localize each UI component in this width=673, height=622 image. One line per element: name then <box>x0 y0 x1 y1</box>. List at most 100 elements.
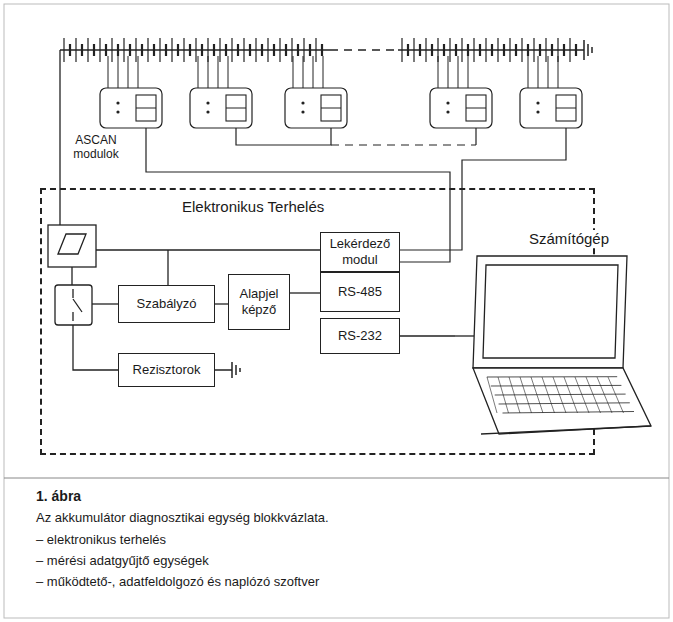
battery-cell <box>575 44 577 56</box>
box-label: Alapjel képző <box>233 286 285 317</box>
query-module-box: Lekérdező modul <box>320 232 400 272</box>
battery-cell <box>425 38 426 62</box>
battery-cell <box>321 44 323 56</box>
figure-frame <box>4 4 669 618</box>
ascan-module <box>466 95 486 121</box>
battery-cell <box>413 38 414 62</box>
ascan-module <box>536 110 539 113</box>
laptop-illustration <box>520 377 532 413</box>
battery-cell <box>261 44 263 56</box>
ascan-module <box>208 56 209 88</box>
laptop-illustration <box>481 426 651 434</box>
battery-cell <box>569 38 570 62</box>
box-label: RS-232 <box>338 328 382 344</box>
laptop-illustration <box>455 335 474 336</box>
ascan-module <box>558 56 559 88</box>
current-sensor <box>58 234 86 254</box>
ascan-module <box>313 56 314 88</box>
ascan-module <box>323 56 324 88</box>
battery-cell <box>455 44 457 56</box>
connector-line <box>290 292 320 293</box>
ascan-module <box>321 95 341 121</box>
ascan-module <box>228 56 229 88</box>
ascan-module <box>448 56 449 88</box>
battery-cell <box>515 44 517 56</box>
laptop-illustration <box>495 394 626 396</box>
laptop-illustration <box>487 377 497 413</box>
battery-cell <box>243 38 244 62</box>
battery-cell <box>563 44 565 56</box>
battery-cell <box>401 38 402 62</box>
laptop-illustration <box>531 377 543 413</box>
battery-cell <box>291 38 292 62</box>
connector-layer <box>215 293 455 336</box>
laptop-illustration <box>455 226 655 442</box>
figure-frame <box>4 478 669 479</box>
rs485-box: RS-485 <box>320 272 400 312</box>
battery-cell <box>533 38 534 62</box>
ascan-module <box>190 56 252 128</box>
laptop-illustration <box>586 377 601 413</box>
battery-cell <box>87 38 88 62</box>
battery-cell <box>81 44 83 56</box>
ascan-label: ASCAN modulok <box>68 133 124 162</box>
battery-cell <box>153 44 155 56</box>
battery-cell <box>545 38 546 62</box>
ascan-module <box>190 88 252 128</box>
battery-cell <box>135 38 136 62</box>
block-title: Elektronikus Terhelés <box>182 198 324 215</box>
ascan-module <box>430 88 492 128</box>
ascan-module <box>301 101 304 104</box>
battery-cell <box>159 38 160 62</box>
ascan-module <box>128 56 129 88</box>
laptop-illustration <box>483 265 618 358</box>
battery-cell <box>63 38 64 62</box>
laptop-illustration <box>499 403 630 404</box>
battery-cell <box>64 38 576 62</box>
bus-wire <box>146 128 566 262</box>
laptop-illustration <box>473 368 651 434</box>
ascan-module <box>520 88 582 128</box>
battery-cell <box>431 44 433 56</box>
battery-cell <box>201 44 203 56</box>
ascan-module <box>226 108 246 109</box>
battery-cell <box>297 44 299 56</box>
battery-cell <box>267 38 268 62</box>
battery-cell <box>407 44 409 56</box>
switch-symbol <box>55 285 92 325</box>
power-wire <box>96 249 320 250</box>
laptop-illustration <box>553 377 566 413</box>
ascan-module <box>100 56 162 128</box>
box-label: RS-485 <box>338 284 382 300</box>
battery-cell <box>461 38 462 62</box>
ascan-module <box>108 56 109 88</box>
laptop-illustration <box>597 377 612 413</box>
bus-wire <box>400 128 566 250</box>
power-wire <box>73 325 118 370</box>
load-frame: Elektronikus TerhelésLekérdező modulSzab… <box>40 188 595 455</box>
battery-string <box>330 49 398 50</box>
ascan-module <box>218 56 219 88</box>
laptop-illustration <box>542 377 555 413</box>
laptop-illustration <box>608 377 624 413</box>
ascan-module <box>285 56 347 128</box>
battery-cell <box>177 44 179 56</box>
block-title: Számítógép <box>527 230 611 247</box>
ground-symbol <box>235 365 237 375</box>
resistor-box: Rezisztorok <box>118 353 215 387</box>
ascan-module <box>136 108 156 109</box>
battery-cell <box>195 38 196 62</box>
battery-cell <box>527 44 529 56</box>
battery-cell <box>249 44 251 56</box>
ascan-module <box>226 95 246 121</box>
battery-cell <box>117 44 119 56</box>
ascan-module <box>118 56 119 88</box>
computer-node: Számítógép <box>455 226 655 442</box>
ascan-module <box>548 56 549 88</box>
ascan-module <box>206 101 209 104</box>
ascan-module <box>538 56 539 88</box>
battery-cell <box>485 38 486 62</box>
list-item: – működtető-, adatfeldolgozó és naplózó … <box>36 574 319 590</box>
ground-symbol <box>231 362 233 378</box>
